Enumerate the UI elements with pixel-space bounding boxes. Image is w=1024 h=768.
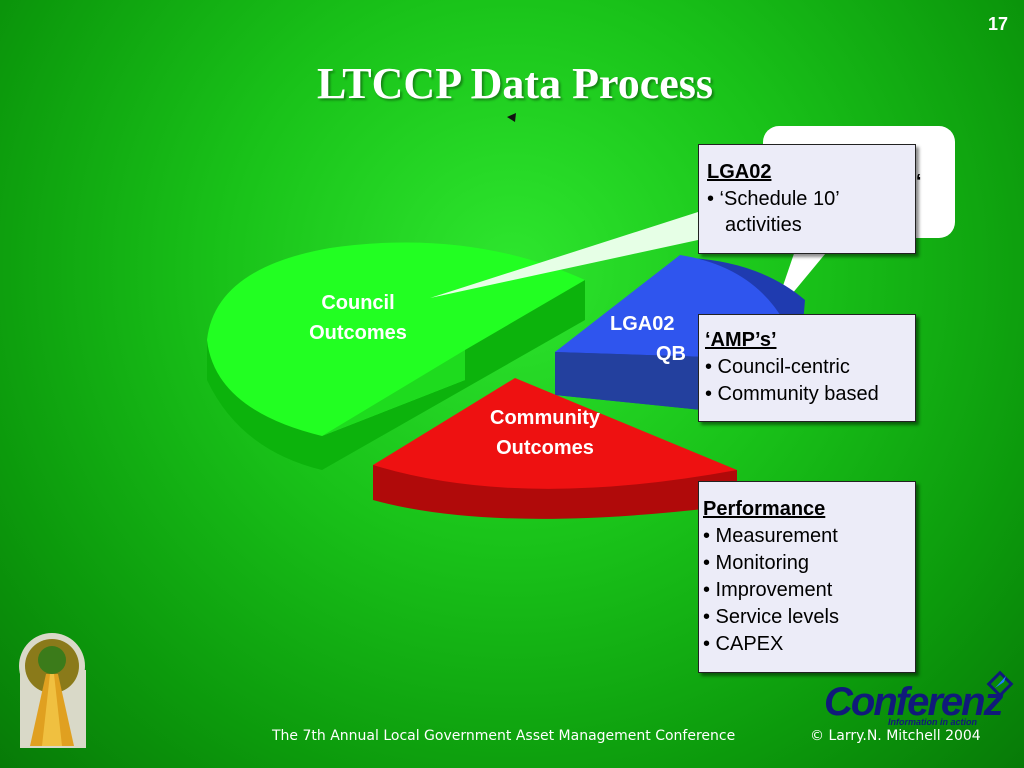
performance-heading: Performance	[703, 498, 826, 520]
performance-item: • Monitoring	[703, 552, 809, 574]
lga02-heading: LGA02	[707, 161, 772, 183]
pie-segment-community	[373, 378, 737, 519]
performance-item: • Service levels	[703, 606, 839, 628]
pie-segment-council	[207, 242, 585, 470]
pie-label-council: Council Outcomes	[309, 292, 407, 344]
pie-label-community: Community Outcomes	[490, 407, 600, 459]
pointer-icon	[507, 113, 516, 122]
performance-item: • CAPEX	[703, 633, 784, 655]
footer-copyright: © Larry.N. Mitchell 2004	[810, 728, 981, 744]
lga02-item: activities	[725, 214, 802, 236]
slide-number: 17	[987, 14, 1008, 34]
pie-label-lga02: LGA02 QB	[610, 313, 686, 365]
amps-item: • Community based	[705, 383, 879, 405]
conferenz-logo: Conferenz	[824, 680, 1004, 724]
amps-item: • Council-centric	[705, 356, 850, 378]
lga02-item: • ‘Schedule 10’	[707, 188, 840, 210]
conferenz-tagline: Information in action	[888, 717, 977, 727]
performance-box: Performance • Measurement • Monitoring •…	[698, 481, 916, 673]
amps-heading: ‘AMP’s’	[705, 329, 777, 351]
performance-item: • Improvement	[703, 579, 833, 601]
footer-conference: The 7th Annual Local Government Asset Ma…	[272, 728, 736, 744]
slide-title: LTCCP Data Process	[317, 59, 713, 108]
callout-pointer	[430, 212, 698, 298]
amps-box: ‘AMP’s’ • Council-centric • Community ba…	[698, 314, 916, 422]
logo-diamond-icon	[986, 670, 1014, 698]
performance-item: • Measurement	[703, 525, 838, 547]
keyhole-tree-icon	[19, 633, 86, 748]
lga02-box: LGA02 • ‘Schedule 10’ activities	[698, 144, 916, 254]
